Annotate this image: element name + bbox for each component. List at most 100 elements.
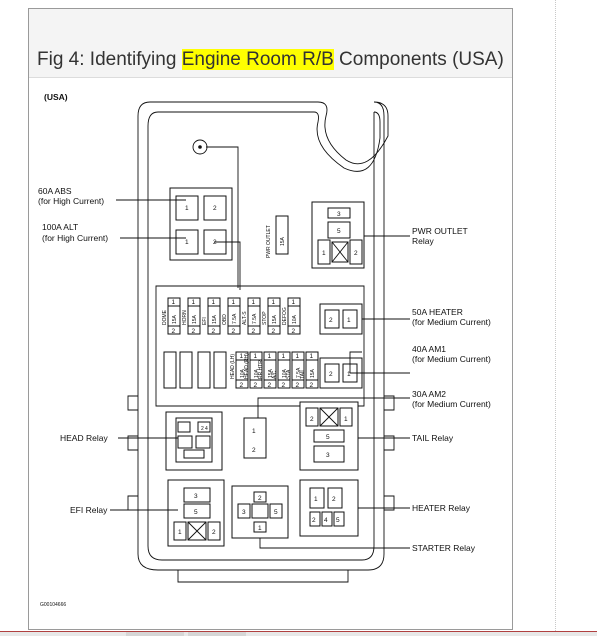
fuse-top-rating: 7.5A — [252, 313, 258, 324]
heater-relay-t5: 5 — [336, 517, 340, 524]
bottom-scroll-strip — [0, 631, 597, 636]
fuse-bottom-rating: 10A — [282, 368, 288, 378]
fuse-bottom-rating: 10A — [240, 368, 246, 378]
fuse-top-terminal-1: 1 — [272, 299, 276, 306]
starter-relay-t1: 1 — [258, 525, 262, 532]
head-relay-t2: 2 — [201, 426, 204, 432]
pwr-relay-t1: 1 — [322, 250, 326, 257]
head-relay: 2 4 — [165, 411, 223, 471]
tail-relay-t2: 2 — [310, 416, 314, 423]
fuse-top-2: 1 2 HORN 15A — [182, 297, 201, 335]
heater-t2: 2 — [329, 317, 333, 324]
pwr-outlet-relay: 3 5 1 2 — [311, 201, 365, 269]
pwr-relay-t2: 2 — [354, 250, 358, 257]
heater-relay-t2: 2 — [332, 496, 336, 503]
abs-terminal-1 — [175, 195, 199, 221]
pwr-relay-t3: 3 — [337, 211, 341, 218]
page-divider — [555, 0, 556, 635]
fuse-bottom-terminal-2: 2 — [282, 382, 286, 389]
fuse-top-1: 1 2 DOME 15A — [162, 297, 181, 335]
am1-t1: 1 — [347, 371, 351, 378]
heater-fuse-block: 2 1 — [319, 303, 363, 335]
fuse-bottom-terminal-2: 2 — [240, 382, 244, 389]
fuse-bottom-terminal-1: 1 — [310, 353, 314, 360]
starter-relay: 2 3 5 1 — [231, 485, 289, 539]
fuse-top-name: DOME — [162, 309, 168, 325]
am2-t1: 1 — [252, 428, 256, 435]
pwr-relay-t5: 5 — [337, 228, 341, 235]
tail-relay-t5: 5 — [326, 434, 330, 441]
alt-terminal-1 — [175, 229, 199, 255]
fuse-top-terminal-1: 1 — [192, 299, 196, 306]
relay-block-housing — [127, 101, 395, 583]
fuse-top-terminal-2: 2 — [232, 328, 236, 335]
heater-t1: 1 — [347, 317, 351, 324]
am2-fuse-block: 1 2 — [243, 417, 267, 459]
figure-caption: Fig 4: Identifying Engine Room R/B Compo… — [37, 49, 504, 71]
tail-relay-t1: 1 — [344, 416, 348, 423]
fuse-top-rating: 7.5A — [232, 313, 238, 324]
fuse-bottom-terminal-2: 2 — [268, 382, 272, 389]
fuse-top-rating: 15A — [172, 314, 178, 324]
fuse-top-name: STOP — [262, 311, 268, 325]
alt-fuse-note: (for High Current) — [42, 233, 108, 243]
pwr-fuse-label: PWR OUTLET — [266, 225, 272, 258]
pwr-outlet-relay-name: PWR OUTLET — [412, 226, 468, 236]
head-relay-label: HEAD Relay — [60, 433, 108, 443]
efi-relay: 3 5 1 2 — [167, 479, 225, 547]
bottom-tab-1[interactable] — [126, 632, 184, 636]
tail-relay-label: TAIL Relay — [412, 433, 454, 443]
am2-fuse-note: (for Medium Current) — [412, 399, 491, 409]
alt-t2: 2 — [213, 239, 217, 246]
fuse-top-terminal-2: 2 — [172, 328, 176, 335]
abs-terminal-2 — [203, 195, 227, 221]
caption-bar: Fig 4: Identifying Engine Room R/B Compo… — [29, 9, 512, 78]
efi-relay-t3: 3 — [194, 493, 198, 500]
abs-fuse-note: (for High Current) — [38, 196, 104, 206]
fuse-bottom-name: RR HTR — [258, 360, 264, 379]
am1-t2: 2 — [329, 371, 333, 378]
abs-t1: 1 — [185, 205, 189, 212]
fuse-top-terminal-2: 2 — [192, 328, 196, 335]
fuse-bottom-name: HEAD (LH) — [230, 354, 236, 379]
fuse-top-terminal-2: 2 — [252, 328, 256, 335]
figure-code: G00104666 — [40, 602, 66, 608]
am1-fuse-name: 40A AM1 — [412, 344, 446, 354]
efi-relay-label: EFI Relay — [70, 505, 108, 515]
fuse-top-terminal-2: 2 — [292, 328, 296, 335]
fuse-top-rating: 15A — [192, 314, 198, 324]
fuse-top-name: DEFOG — [282, 307, 288, 325]
fuse-bottom-name: STA — [286, 369, 292, 379]
fuse-top-name: EFI — [202, 317, 208, 325]
fuse-bottom-terminal-1: 1 — [254, 353, 258, 360]
fuse-bottom-name: TAIL — [300, 369, 306, 379]
fuse-top-terminal-1: 1 — [172, 299, 176, 306]
fuse-top-rating: 15A — [212, 314, 218, 324]
abs-fuse-name: 60A ABS — [38, 186, 72, 196]
pwr-fuse-rating: 15A — [280, 236, 286, 246]
fuse-top-name: ALT-S — [242, 311, 248, 325]
fuse-top-name: HORN — [182, 310, 188, 325]
fuse-bottom-rating: 7.5A — [296, 367, 302, 378]
bottom-tab-2[interactable] — [188, 632, 246, 636]
fuse-bottom-rating: 15A — [268, 368, 274, 378]
head-relay-t4: 4 — [205, 426, 208, 432]
efi-relay-t1: 1 — [178, 529, 182, 536]
fuse-bottom-terminal-1: 1 — [282, 353, 286, 360]
fuse-top-name: OBD — [222, 314, 228, 325]
am1-fuse-note: (for Medium Current) — [412, 354, 491, 364]
fuse-top-rating: 15A — [272, 314, 278, 324]
abs-t2: 2 — [213, 205, 217, 212]
heater-relay-t1: 1 — [314, 496, 318, 503]
